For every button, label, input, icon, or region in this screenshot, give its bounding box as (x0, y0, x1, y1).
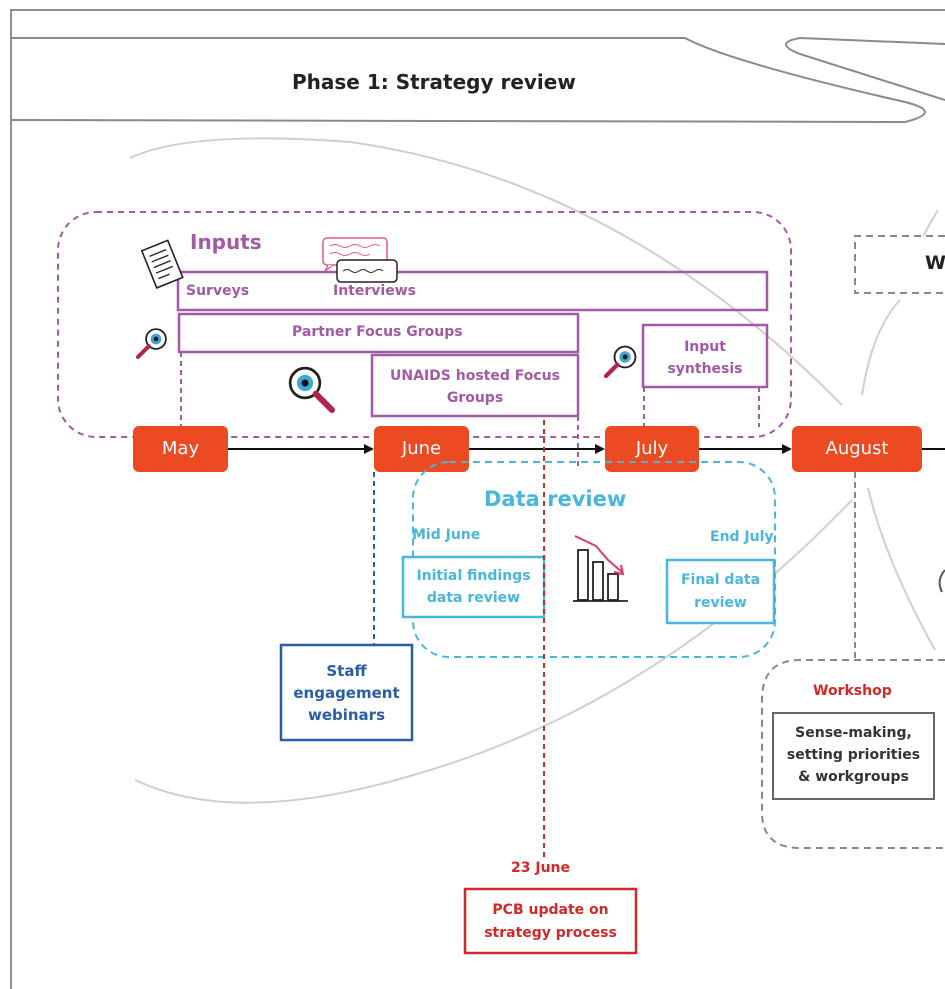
input-synthesis-label: Input synthesis (667, 339, 743, 377)
partner-focus-groups-label: Partner Focus Groups (292, 324, 463, 340)
phase-2-banner (785, 36, 945, 101)
pcb-date-label: 23 June (511, 860, 570, 876)
pcb-update-label: PCB update on strategy process (484, 902, 617, 941)
mid-june-label: Mid June (412, 527, 481, 543)
month-july-label: July (635, 438, 669, 459)
input-synthesis-bar (641, 323, 769, 389)
staff-engagement-label: Staff engagement webinars (293, 662, 400, 724)
data-review-title: Data review (484, 487, 627, 511)
staff-engagement-box (279, 643, 414, 742)
month-august-label: August (825, 438, 889, 459)
initial-findings-label: Initial findings data review (416, 568, 531, 606)
magnifier-eye-icon (138, 329, 166, 357)
background-curve (129, 137, 843, 406)
month-august (792, 426, 922, 472)
phase-banner (10, 37, 926, 124)
chat-bubbles-icon (322, 237, 398, 283)
background-curve (938, 569, 945, 593)
clipped-box-title: W (925, 252, 945, 274)
magnifier-eye-icon (290, 368, 332, 410)
magnifier-eye-icon (606, 347, 635, 376)
background-curve (861, 299, 901, 396)
phase-title: Phase 1: Strategy review (292, 70, 576, 94)
month-may-label: May (161, 438, 200, 459)
partner-focus-groups-bar (177, 312, 580, 354)
end-july-label: End July (710, 529, 774, 545)
workshop-box-label: Sense-making, setting priorities & workg… (786, 725, 921, 785)
background-curve (867, 487, 936, 651)
data-review-region (412, 461, 776, 658)
month-june (374, 426, 469, 472)
unaids-focus-groups-bar (370, 353, 580, 418)
month-may (133, 426, 228, 472)
clipped-box (854, 235, 945, 294)
inputs-title: Inputs (190, 230, 262, 254)
final-data-review-label: Final data review (680, 572, 761, 611)
workshop-region (761, 659, 945, 849)
page-frame (10, 9, 945, 989)
initial-findings-box (401, 555, 546, 619)
document-icon (140, 239, 184, 289)
final-data-review-box (665, 558, 776, 625)
workshop-box (772, 712, 935, 800)
bar-chart-down-icon (573, 535, 628, 602)
month-july (605, 426, 699, 472)
workshop-label: Workshop (813, 683, 892, 699)
interviews-label: Interviews (333, 283, 416, 299)
surveys-label: Surveys (186, 283, 250, 299)
unaids-focus-groups-label: UNAIDS hosted Focus Groups (390, 368, 560, 406)
background-curve (134, 499, 853, 804)
inputs-region (57, 211, 792, 438)
surveys-interviews-bar (176, 270, 769, 312)
month-june-label: June (401, 438, 442, 459)
pcb-update-box (463, 887, 638, 955)
